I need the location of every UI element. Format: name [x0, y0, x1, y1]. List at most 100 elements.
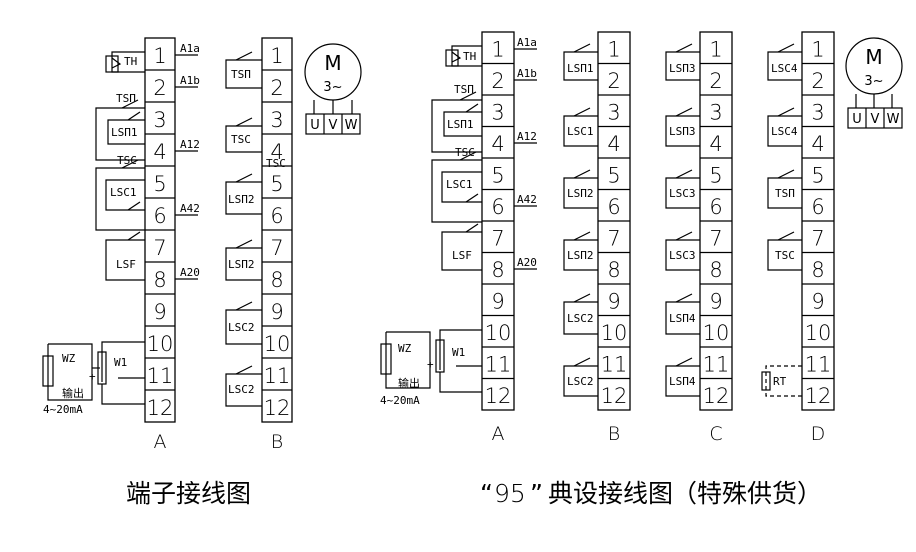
terminal-number: 5: [709, 164, 722, 188]
svg-text:W1: W1: [114, 356, 127, 369]
svg-text:LSΠ4: LSΠ4: [669, 312, 696, 325]
svg-text:LSΠ4: LSΠ4: [669, 375, 696, 388]
left-a-signal-a20: A20: [180, 266, 200, 279]
terminal-number: 2: [491, 69, 504, 93]
terminal-number: 11: [264, 364, 291, 388]
terminal-number: 1: [811, 38, 824, 62]
svg-text:LSΠ2: LSΠ2: [228, 258, 255, 271]
left-a-signal-a42: A42: [180, 202, 200, 215]
left-a-signal-a1a: A1a: [180, 42, 200, 55]
svg-text:LSC3: LSC3: [669, 187, 696, 200]
svg-text:LSC4: LSC4: [771, 125, 798, 138]
svg-text:LSF: LSF: [452, 249, 472, 262]
left-a-signal-a1b: A1b: [180, 74, 200, 87]
svg-text:W1: W1: [452, 346, 465, 359]
left-a-switch-lso1: LSΠ1: [107, 111, 145, 145]
terminal-number: 9: [607, 290, 620, 314]
right-column-label-d: D: [811, 423, 826, 445]
right-c-switches: LSΠ3 LSΠ3 LSC3 LSC3 LSΠ4 LSΠ4: [665, 43, 700, 397]
svg-text:U: U: [852, 112, 862, 127]
terminal-number: 8: [709, 258, 722, 282]
svg-text:TSΠ: TSΠ: [116, 92, 136, 105]
terminal-number: 7: [153, 236, 166, 260]
svg-text:TSΠ: TSΠ: [454, 83, 474, 96]
terminal-number: 8: [153, 268, 166, 292]
terminal-number: 5: [270, 172, 283, 196]
terminal-number: 3: [153, 108, 166, 132]
terminal-number: 8: [607, 258, 620, 282]
svg-text:RT: RT: [773, 375, 787, 388]
svg-text:LSC1: LSC1: [567, 125, 594, 138]
terminal-number: 8: [491, 258, 504, 282]
left-a-switch-tsc: TSC: [95, 154, 145, 231]
terminal-number: 6: [491, 195, 504, 219]
left-title: 端子接线图: [126, 479, 251, 508]
terminal-number: 6: [709, 195, 722, 219]
svg-text:W: W: [345, 118, 358, 133]
svg-text:M: M: [324, 51, 341, 75]
right-a-signal-a1b: A1b: [517, 67, 537, 80]
svg-text:LSΠ1: LSΠ1: [111, 126, 138, 139]
right-a-position-transmitter: W1 + WZ 输出 4~20mA: [380, 329, 482, 407]
terminal-number: 7: [811, 227, 824, 251]
terminal-number: 12: [601, 384, 628, 408]
right-a-switch-lso1: LSΠ1: [443, 103, 482, 137]
terminal-number: 9: [153, 300, 166, 324]
terminal-number: 9: [811, 290, 824, 314]
svg-text:95: 95: [494, 479, 526, 508]
terminal-number: 6: [811, 195, 824, 219]
left-a-switch-lsc1: LSC1: [105, 179, 145, 211]
svg-text:TH: TH: [124, 55, 137, 68]
svg-text:LSΠ1: LSΠ1: [447, 118, 474, 131]
svg-text:LSΠ3: LSΠ3: [669, 62, 696, 75]
terminal-number: 7: [270, 236, 283, 260]
terminal-number: 3: [811, 101, 824, 125]
left-b-switch-1: TSΠ: [225, 51, 262, 89]
svg-text:LSC2: LSC2: [567, 312, 594, 325]
terminal-number: 11: [601, 353, 628, 377]
terminal-number: 3: [607, 101, 620, 125]
terminal-number: 11: [805, 353, 832, 377]
svg-text:U: U: [310, 118, 320, 133]
svg-text:典设接线图: 典设接线图: [548, 479, 673, 508]
terminal-number: 7: [709, 227, 722, 251]
right-b-switches: LSΠ1 LSC1 LSΠ2 LSΠ2 LSC2 LSC2: [563, 43, 598, 397]
terminal-number: 11: [485, 353, 512, 377]
left-b-switch-7: LSΠ2: [225, 239, 262, 281]
svg-text:输出: 输出: [398, 376, 420, 390]
terminal-number: 12: [485, 384, 512, 408]
svg-text:M: M: [865, 45, 882, 69]
terminal-number: 8: [270, 268, 283, 292]
terminal-number: 12: [264, 396, 291, 420]
terminal-number: 10: [264, 332, 291, 356]
right-a-switch-tso: TSΠ: [431, 83, 482, 153]
left-motor: M 3~ U V W: [304, 43, 362, 135]
terminal-number: 3: [270, 108, 283, 132]
svg-text:LSC2: LSC2: [567, 375, 594, 388]
terminal-number: 3: [709, 101, 722, 125]
terminal-number: 2: [153, 76, 166, 100]
left-b-switch-3: TSC TSC: [225, 117, 286, 170]
svg-text:LSΠ2: LSΠ2: [567, 249, 594, 262]
terminal-number: 10: [147, 332, 174, 356]
terminal-number: 6: [270, 204, 283, 228]
terminal-number: 4: [811, 132, 824, 156]
terminal-number: 5: [153, 172, 166, 196]
svg-text:V: V: [329, 118, 338, 133]
left-column-label-a: A: [154, 431, 167, 453]
terminal-number: 5: [811, 164, 824, 188]
terminal-number: 11: [703, 353, 730, 377]
terminal-number: 9: [709, 290, 722, 314]
right-a-signal-a20: A20: [517, 256, 537, 269]
svg-text:LSΠ2: LSΠ2: [228, 193, 255, 206]
terminal-number: 10: [485, 321, 512, 345]
terminal-number: 2: [811, 69, 824, 93]
left-a-position-transmitter: W1 + WZ 输出 4~20mA: [42, 341, 145, 416]
svg-text:LSF: LSF: [116, 258, 136, 271]
terminal-number: 3: [491, 101, 504, 125]
terminal-number: 7: [491, 227, 504, 251]
terminal-number: 4: [153, 140, 166, 164]
